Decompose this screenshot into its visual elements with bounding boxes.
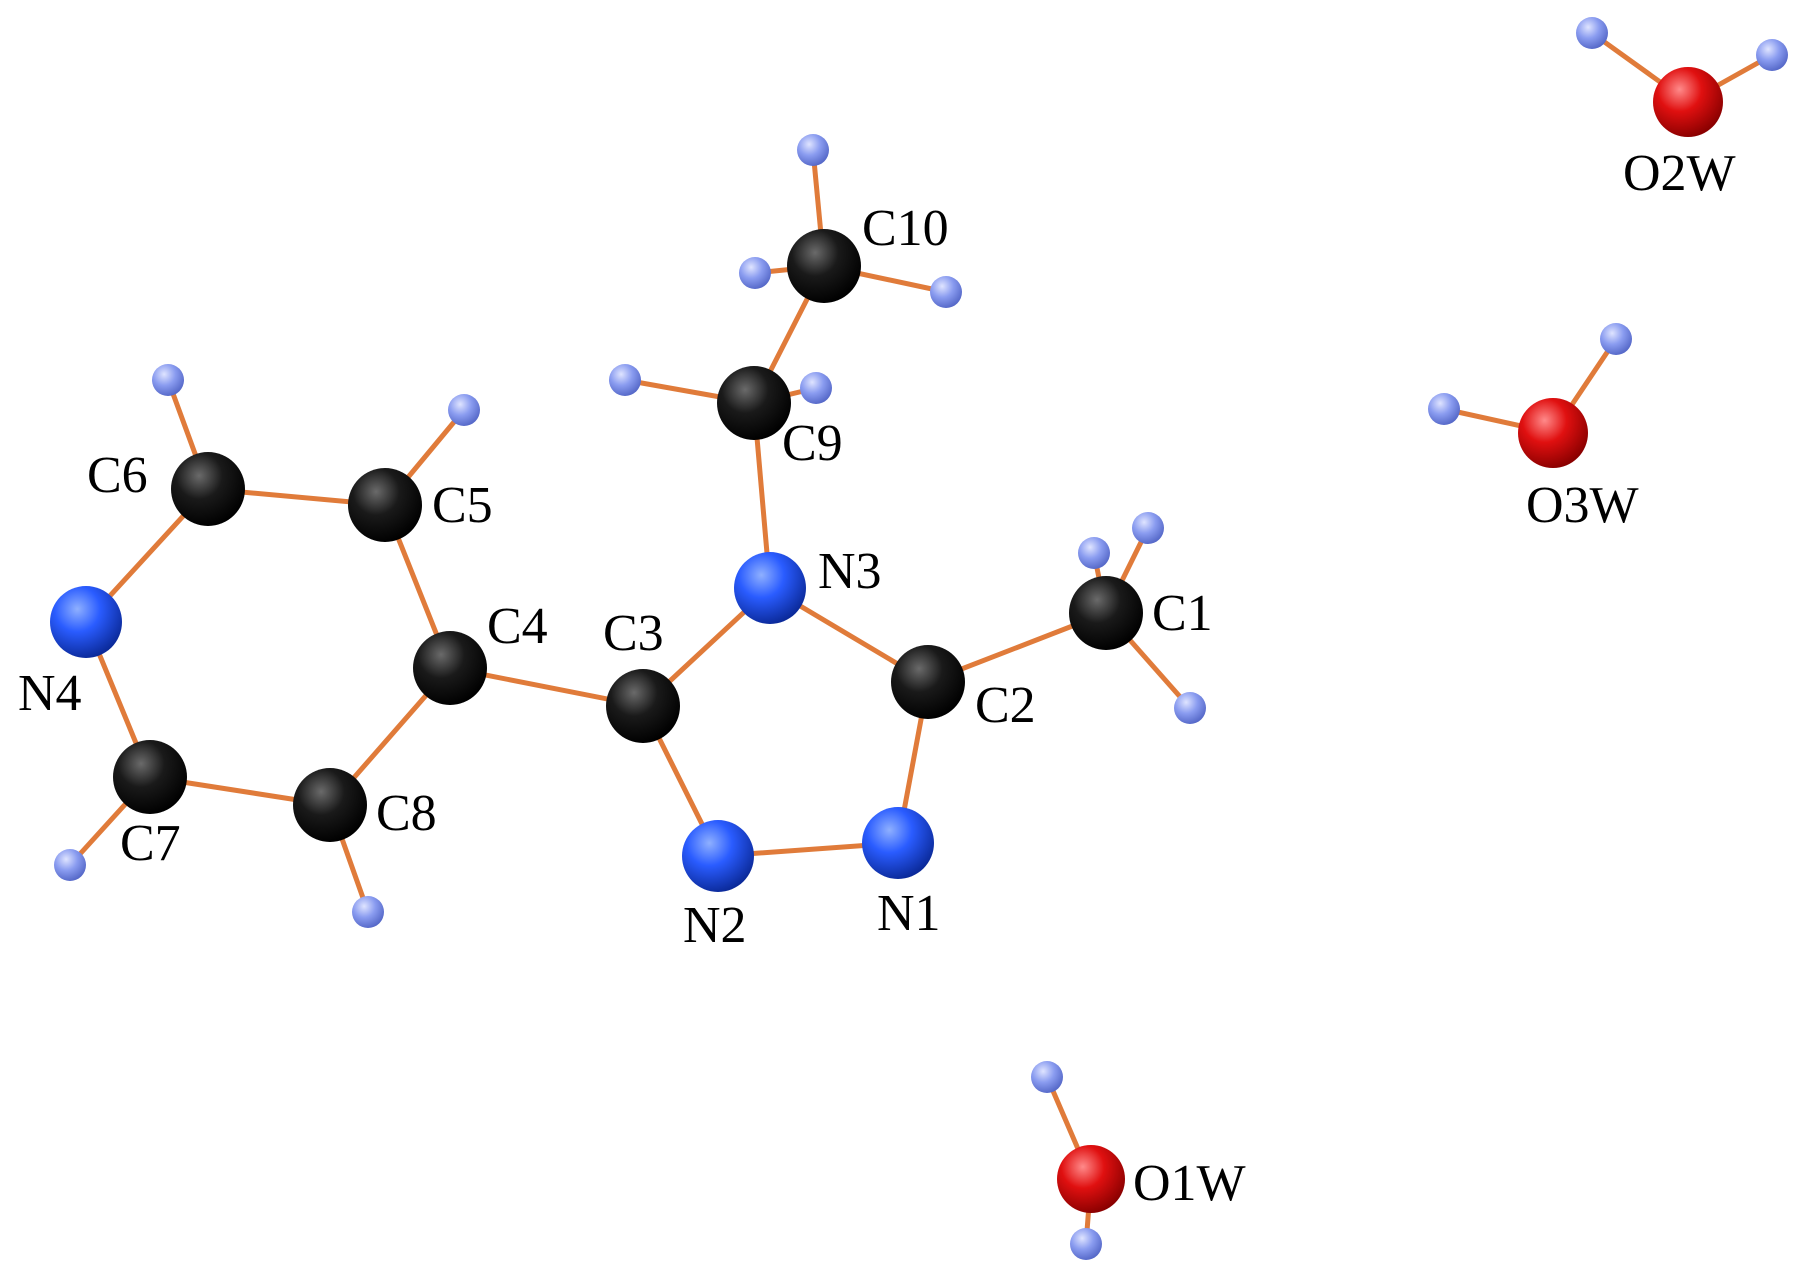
label-C6: C6 bbox=[87, 447, 148, 504]
label-N2: N2 bbox=[683, 897, 747, 954]
atom-C1 bbox=[1069, 576, 1143, 650]
label-C4: C4 bbox=[487, 598, 548, 655]
label-C10: C10 bbox=[862, 200, 949, 257]
atom-C7 bbox=[113, 740, 187, 814]
hydrogen-atom bbox=[930, 276, 962, 308]
hydrogen-atom bbox=[1174, 692, 1206, 724]
hydrogen-atom bbox=[54, 849, 86, 881]
hydrogen-atom bbox=[739, 257, 771, 289]
hydrogen-atom bbox=[609, 364, 641, 396]
atom-N2 bbox=[682, 820, 754, 892]
atom-C4 bbox=[413, 631, 487, 705]
atom-N4 bbox=[50, 586, 122, 658]
atom-C5 bbox=[348, 468, 422, 542]
label-C8: C8 bbox=[376, 785, 437, 842]
atom-O3W bbox=[1518, 398, 1588, 468]
label-N4: N4 bbox=[18, 665, 82, 722]
atom-C2 bbox=[891, 645, 965, 719]
hydrogen-atom bbox=[797, 134, 829, 166]
hydrogen-atom bbox=[1132, 512, 1164, 544]
hydrogen-atom bbox=[1756, 39, 1788, 71]
hydrogen-atom bbox=[1428, 393, 1460, 425]
hydrogen-atom bbox=[1600, 323, 1632, 355]
hydrogen-atom bbox=[448, 394, 480, 426]
label-C9: C9 bbox=[782, 415, 843, 472]
atom-O1W bbox=[1057, 1145, 1125, 1213]
atom-labels: C1 C2 C3 C4 C5 C6 C7 C8 C9 C10 N1 N2 N3 … bbox=[18, 145, 1736, 1212]
atom-O2W bbox=[1653, 67, 1723, 137]
label-C3: C3 bbox=[603, 605, 664, 662]
label-N3: N3 bbox=[818, 543, 882, 600]
label-N1: N1 bbox=[877, 885, 941, 942]
atom-C10 bbox=[787, 229, 861, 303]
atom-N3 bbox=[734, 552, 806, 624]
label-C2: C2 bbox=[975, 677, 1036, 734]
hydrogen-atom bbox=[1078, 537, 1110, 569]
hydrogen-atom bbox=[800, 372, 832, 404]
atom-N1 bbox=[862, 807, 934, 879]
label-C7: C7 bbox=[120, 815, 181, 872]
hydrogen-atom bbox=[1576, 17, 1608, 49]
label-O2W: O2W bbox=[1623, 145, 1736, 202]
hydrogen-atom bbox=[1031, 1061, 1063, 1093]
atom-C3 bbox=[606, 669, 680, 743]
hydrogen-atoms bbox=[54, 17, 1788, 1260]
label-C1: C1 bbox=[1152, 585, 1213, 642]
label-O1W: O1W bbox=[1133, 1155, 1246, 1212]
label-C5: C5 bbox=[432, 477, 493, 534]
heavy-atoms bbox=[50, 67, 1723, 1213]
hydrogen-atom bbox=[1070, 1228, 1102, 1260]
hydrogen-atom bbox=[352, 896, 384, 928]
atom-C9 bbox=[717, 366, 791, 440]
hydrogen-atom bbox=[152, 364, 184, 396]
label-O3W: O3W bbox=[1526, 477, 1639, 534]
atom-C8 bbox=[293, 768, 367, 842]
atom-C6 bbox=[171, 452, 245, 526]
